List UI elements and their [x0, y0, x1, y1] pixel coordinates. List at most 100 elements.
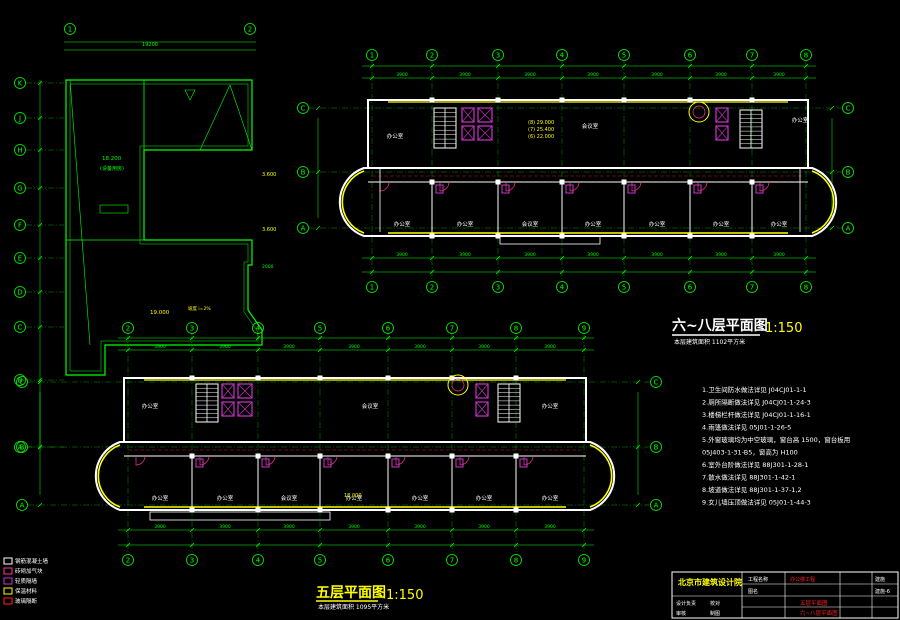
legend-swatch — [3, 587, 13, 595]
grid-bubble-left-C-circle — [297, 102, 309, 114]
column — [189, 453, 195, 459]
roof-grid-bubble-B-circle — [14, 374, 26, 386]
grid-bubble-right-A-label: A — [846, 225, 851, 233]
roof-dimension-tick — [37, 80, 43, 86]
grid-bubble-top-5-circle — [618, 49, 630, 61]
grid-bubble-top-7-label: 7 — [750, 52, 754, 60]
grid-bubble-left-A-label: A — [301, 225, 306, 233]
grid-bubble-left-C-label: C — [20, 379, 25, 387]
door-swing — [199, 455, 210, 466]
grid-bubble-bottom-5-label: 5 — [318, 557, 322, 565]
grid-bubble-bottom-2-label: 2 — [430, 284, 434, 292]
title-block: 北京市建筑设计院 工程名称办公楼工程图名五层平面图六~八层平面图建施设计负责审核… — [671, 571, 899, 619]
grid-bubble-top-8-circle — [800, 49, 812, 61]
roof-dimension-tick — [37, 147, 43, 153]
elevation-mark: (6) 22.000 — [528, 134, 554, 140]
dimension-tick — [829, 105, 835, 111]
dimension-tick — [749, 63, 755, 69]
grid-bubble-top-1-label: 1 — [370, 52, 374, 60]
legend-swatch — [3, 577, 13, 585]
dimension-tick — [125, 347, 131, 353]
dimension-value: 3900 — [414, 344, 426, 350]
grid-bubble-top-3-label: 3 — [496, 52, 500, 60]
fixture — [435, 184, 444, 194]
roof-dimension-tick — [37, 289, 43, 295]
dimension-tick — [429, 255, 435, 261]
dimension-tick — [635, 502, 641, 508]
shaft-cross — [475, 401, 489, 417]
shaft-cross — [237, 401, 253, 417]
dimension-tick — [513, 335, 519, 341]
design-note-line: 6.室外台阶做法详见 88J301-1-28-1 — [702, 460, 808, 469]
dimension-tick — [495, 75, 501, 81]
grid-bubble-left-B-circle — [297, 166, 309, 178]
roof-slope-label: 坡度 i=2% — [188, 305, 211, 312]
room-label: 办公室 — [217, 494, 234, 502]
wet-room — [461, 107, 475, 123]
dimension-tick — [449, 527, 455, 533]
roof-dimension-tick — [37, 115, 43, 121]
dimension-tick — [559, 75, 565, 81]
grid-bubble-top-8-label: 8 — [804, 52, 808, 60]
upper-plan-subtitle: 本层建筑面积 1102平方米 — [674, 338, 745, 346]
grid-bubble-top-2-circle — [426, 49, 438, 61]
grid-bubble-right-C-circle — [650, 376, 662, 388]
dimension-tick — [315, 225, 321, 231]
dimension-value: 3900 — [715, 252, 727, 258]
grid-bubble-bottom-4-label: 4 — [560, 284, 565, 292]
room-label: 会议室 — [522, 220, 539, 228]
design-note-line: 8.坡道做法详见 88J301-1-37-1,2 — [702, 485, 802, 494]
grid-bubble-top-4-label: 4 — [560, 52, 565, 60]
dimension-tick — [125, 542, 131, 548]
grid-bubble-bottom-9-circle — [578, 554, 590, 566]
column — [621, 97, 627, 103]
grid-bubble-top-9-label: 9 — [582, 325, 586, 333]
wet-room — [477, 125, 493, 141]
design-note-line: 7.散水做法详见 88J301-1-42-1 — [702, 473, 795, 482]
grid-bubble-left-A-circle — [16, 499, 28, 511]
title-cell: 办公楼工程 — [790, 576, 815, 583]
roof-drain-arrow — [184, 89, 196, 101]
room-label: 办公室 — [542, 402, 559, 410]
roof-grid-bubble-J-label: J — [18, 115, 21, 123]
design-note-line: 3.楼梯栏杆做法详见 J04CJ01-1-16-1 — [702, 410, 811, 419]
roof-elevation: 3.600 — [262, 172, 276, 178]
door-swing — [631, 181, 642, 192]
grid-bubble-bottom-5-label: 5 — [622, 284, 626, 292]
dimension-tick — [189, 542, 195, 548]
roof-grid-bubble-J-circle — [14, 112, 26, 124]
roof-top-dim-value: 19200 — [142, 42, 158, 48]
roof-grid-bubble-B-label: B — [18, 377, 23, 385]
grid-bubble-bottom-2-circle — [122, 554, 134, 566]
dimension-tick — [559, 269, 565, 275]
dimension-tick — [495, 255, 501, 261]
fixture — [519, 458, 528, 468]
door-swing — [505, 181, 516, 192]
legend-swatch — [3, 597, 13, 605]
roof-grid-bubble-D-label: D — [17, 289, 22, 297]
title-cell: 设计负责 — [676, 600, 696, 607]
dimension-tick — [635, 444, 641, 450]
shaft-cross — [475, 383, 489, 399]
dimension-value: 3900 — [651, 72, 663, 78]
roof-grid-bubble-G-circle — [14, 182, 26, 194]
wet-room — [477, 107, 493, 123]
dimension-value: 3900 — [773, 72, 785, 78]
wet-room — [715, 107, 729, 123]
door-swing — [459, 455, 470, 466]
dimension-tick — [687, 75, 693, 81]
column — [255, 453, 261, 459]
grid-bubble-top-9-circle — [578, 322, 590, 334]
dimension-value: 3900 — [283, 524, 295, 530]
title-block-company: 北京市建筑设计院 — [678, 577, 742, 587]
column — [189, 507, 195, 513]
dimension-tick — [803, 269, 809, 275]
grid-bubble-top-2-circle — [122, 322, 134, 334]
fixture — [501, 184, 510, 194]
roof-slope — [69, 79, 91, 346]
wet-room — [237, 383, 253, 399]
room-label: 办公室 — [792, 116, 809, 124]
